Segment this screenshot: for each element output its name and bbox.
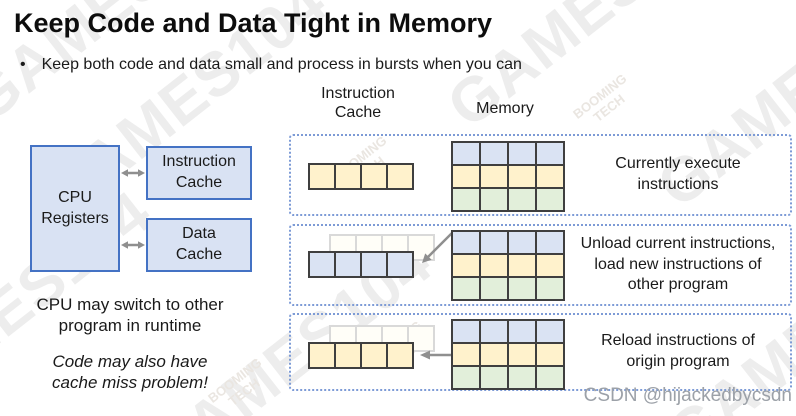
memory-cell [453,367,479,388]
memory-cell [537,278,563,299]
cache-cell [388,253,412,276]
state-box-current: Currently execute instructions [289,134,792,216]
memory-cell [537,166,563,187]
bullet-marker: • [20,56,26,73]
data-cache-box: Data Cache [146,218,252,272]
memory-cell [481,367,507,388]
memory-cell [509,189,535,210]
load-arrow-icon [422,230,455,263]
ghost-cell [409,327,433,350]
memory-cell [453,255,479,276]
memory-cell [481,189,507,210]
memory-cell [537,367,563,388]
memory-cell [509,367,535,388]
memory-cell [481,166,507,187]
note-cpu-switch: CPU may switch to other program in runti… [36,295,224,336]
memory-cell [509,255,535,276]
memory-cell [453,344,479,365]
memory-cell [481,344,507,365]
memory-grid [451,141,565,212]
cache-cell [336,165,360,188]
memory-cell [537,321,563,342]
cache-cell [310,344,334,367]
note-cache-miss: Code may also have cache miss problem! [52,352,208,393]
cache-cell [310,165,334,188]
memory-grid [451,230,565,301]
memory-cell [453,143,479,164]
memory-cell [537,143,563,164]
state-caption: Currently execute instructions [615,155,741,193]
cache-cell [336,253,360,276]
memory-cell [453,189,479,210]
instruction-cache-cells [308,342,414,369]
memory-cell [453,321,479,342]
memory-cell [537,255,563,276]
state-box-reload: Reload instructions of origin program [289,313,792,391]
memory-cell [453,166,479,187]
ghost-cell [409,236,433,259]
memory-cell [509,278,535,299]
memory-cell [481,143,507,164]
memory-cell [509,166,535,187]
csdn-credit-watermark: CSDN @hijackedbycsdn [583,385,792,406]
cache-cell [362,344,386,367]
memory-cell [509,143,535,164]
memory-cell [481,321,507,342]
instruction-cache-box: Instruction Cache [146,146,252,200]
ghost-cache-cells [329,234,435,261]
memory-cell [453,232,479,253]
cache-cell [362,253,386,276]
state-caption: Unload current instructions, load new in… [580,234,776,294]
state-caption: Reload instructions of origin program [601,332,755,370]
memory-cell [509,232,535,253]
memory-cell [453,278,479,299]
page-title: Keep Code and Data Tight in Memory [14,8,493,38]
instruction-cache-cells [308,251,414,278]
cache-cell [362,165,386,188]
load-arrow-icon [420,350,452,360]
cpu-registers-box: CPU Registers [30,145,120,272]
memory-header: Memory [476,100,534,117]
booming-tech-watermark: BOOMING TECH [570,70,630,125]
bidirectional-arrow-icon [121,241,145,249]
state-box-unload-load: Unload current instructions, load new in… [289,224,792,306]
memory-cell [537,189,563,210]
cache-cell [336,344,360,367]
memory-cell [537,232,563,253]
instruction-cache-cells [308,163,414,190]
memory-cell [537,344,563,365]
memory-cell [509,344,535,365]
memory-cell [481,278,507,299]
bullet-text: Keep both code and data small and proces… [41,56,522,73]
instruction-cache-header: Instruction Cache [321,85,395,122]
memory-grid [451,319,565,390]
bullet-item: • Keep both code and data small and proc… [20,56,522,74]
memory-cell [509,321,535,342]
cache-cell [388,344,412,367]
memory-cell [481,232,507,253]
cache-cell [388,165,412,188]
cache-cell [310,253,334,276]
bidirectional-arrow-icon [121,169,145,177]
memory-cell [481,255,507,276]
